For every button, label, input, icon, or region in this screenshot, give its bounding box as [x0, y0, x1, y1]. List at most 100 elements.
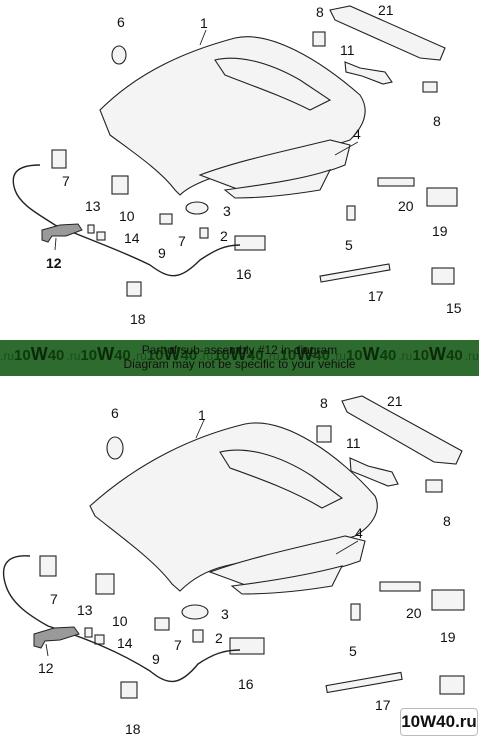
support-20: [377, 177, 415, 187]
hood-vent: [214, 57, 332, 111]
callout-5: 5: [345, 237, 353, 253]
callout-13: 13: [77, 602, 93, 618]
pin-2: [199, 227, 209, 239]
callout-8a: 8: [316, 4, 324, 20]
callout-10: 10: [112, 613, 128, 629]
release-cable: [2, 555, 241, 683]
callout-7b: 7: [174, 637, 182, 653]
clip-8a: [312, 31, 326, 47]
callout-8b: 8: [443, 513, 451, 529]
callout-16: 16: [236, 266, 252, 282]
watermark-tile: .ru10W40: [66, 344, 131, 364]
callout-21: 21: [378, 2, 394, 18]
callout-11: 11: [346, 435, 361, 451]
callout-5: 5: [349, 643, 357, 659]
watermark-tile: .ru10W40: [199, 344, 264, 364]
bracket-19: [426, 187, 458, 207]
watermark-tile: .ru10W40: [0, 344, 65, 364]
callout-19: 19: [440, 629, 456, 645]
banner-text: Part of sub-assembly #12 in diagram Diag…: [0, 343, 479, 371]
callout-14: 14: [117, 635, 133, 651]
hood: [99, 36, 366, 196]
hood-lower-panel: [230, 565, 344, 595]
watermark-banner: .ru10W40.ru10W40.ru10W40.ru10W40.ru10W40…: [0, 340, 479, 376]
hood-lower-panel: [223, 169, 332, 199]
bumper-3: [185, 201, 209, 215]
callout-21: 21: [387, 393, 403, 409]
latch-7: [51, 149, 67, 169]
clip-8b: [422, 81, 438, 93]
callout-17: 17: [368, 288, 384, 304]
callout-8a: 8: [320, 395, 328, 411]
support-20: [379, 581, 421, 592]
clip-14: [94, 634, 105, 645]
callout-15: 15: [446, 300, 462, 316]
callout-6: 6: [111, 405, 119, 421]
release-cable: [12, 164, 241, 277]
callout-14: 14: [124, 230, 140, 246]
banner-line-1: Part of sub-assembly #12 in diagram: [141, 343, 338, 357]
hinge: [349, 457, 399, 487]
hinge: [344, 61, 393, 85]
highlighted-part-12: [41, 223, 83, 243]
callout-7a: 7: [50, 591, 58, 607]
latch-15: [439, 675, 465, 695]
callout-9: 9: [158, 245, 166, 261]
callout-1: 1: [200, 15, 208, 31]
banner-line-2: Diagram may not be specific to your vehi…: [123, 357, 356, 371]
callout-7a: 7: [62, 173, 70, 189]
watermark-tile: .ru10W40: [265, 344, 330, 364]
clip-8b: [425, 479, 443, 493]
callout-4: 4: [353, 126, 361, 142]
bolt-5: [350, 603, 361, 621]
callout-13: 13: [85, 198, 101, 214]
block-18: [120, 681, 138, 699]
watermark-tile: .ru10W40: [398, 344, 463, 364]
watermark-badge: 10W40.ru: [400, 708, 478, 736]
callout-9: 9: [152, 651, 160, 667]
diagram-bottom-svg: 1 6 8 21 11 8 4 7 10 3 7 2 13 14 12 9 16…: [2, 393, 468, 737]
latch-15: [431, 267, 455, 285]
diagram-top: 1 6 8 21 11 8 4 7 10 3 7 2 13 14 12 9 16…: [0, 0, 479, 340]
callout-20: 20: [398, 198, 414, 214]
watermark-tile: .ru10W40: [331, 344, 397, 364]
callout-3: 3: [223, 203, 231, 219]
latch-10: [111, 175, 129, 195]
clip-7b: [154, 617, 170, 631]
clip-8a: [316, 425, 332, 443]
bumper-3: [181, 604, 209, 620]
callout-18: 18: [130, 311, 146, 327]
callout-17: 17: [375, 697, 391, 713]
handle-16: [229, 637, 265, 655]
callout-12: 12: [46, 255, 62, 271]
diagram-top-svg: 1 6 8 21 11 8 4 7 10 3 7 2 13 14 12 9 16…: [12, 2, 462, 327]
diagram-bottom: 1 6 8 21 11 8 4 7 10 3 7 2 13 14 12 9 16…: [0, 376, 479, 737]
bracket-19: [431, 589, 465, 611]
clip-13: [87, 224, 95, 234]
clip-13: [84, 627, 93, 638]
callout-20: 20: [406, 605, 422, 621]
handle-16: [234, 235, 266, 251]
block-18: [126, 281, 142, 297]
emblem-6: [111, 45, 127, 65]
callout-1: 1: [198, 407, 206, 423]
badge-text: 10W40.ru: [401, 712, 477, 731]
callout-11: 11: [340, 42, 355, 58]
callout-6: 6: [117, 14, 125, 30]
clip-14: [96, 231, 106, 241]
emblem-6: [106, 436, 124, 460]
bolt-5: [346, 205, 356, 221]
callout-8b: 8: [433, 113, 441, 129]
callout-4: 4: [355, 525, 363, 541]
pin-2: [192, 629, 204, 643]
watermark-tile: .ru10W40: [132, 344, 198, 364]
callout-18: 18: [125, 721, 141, 737]
insulator: [329, 5, 446, 61]
insulator: [341, 395, 463, 465]
part-12: [33, 626, 80, 649]
callout-3: 3: [221, 606, 229, 622]
callout-19: 19: [432, 223, 448, 239]
clip-7b: [159, 213, 173, 225]
watermark-row: .ru10W40.ru10W40.ru10W40.ru10W40.ru10W40…: [0, 344, 479, 365]
hood: [89, 422, 378, 592]
